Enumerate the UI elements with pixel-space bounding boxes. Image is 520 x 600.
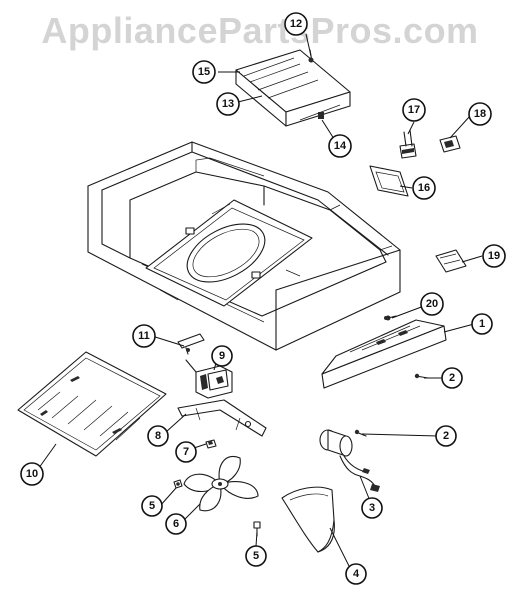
callout-label: 19: [488, 250, 500, 262]
screw-5-upper-drawing: [173, 479, 183, 489]
callout-label: 11: [138, 330, 150, 342]
callout-16: 16: [412, 176, 436, 200]
callout-label: 18: [474, 108, 486, 120]
callout-15: 15: [192, 60, 216, 84]
lamp-socket-drawing: [319, 429, 380, 492]
bracket-19-drawing: [435, 249, 467, 273]
callout-8: 8: [147, 425, 169, 447]
callout-11: 11: [132, 324, 156, 348]
motor-bracket-drawing: [177, 399, 267, 437]
light-lens-drawing: [369, 165, 409, 197]
duct-drawing: [281, 486, 335, 553]
range-hood-housing-drawing: [87, 141, 401, 351]
switch-18-drawing: [439, 135, 461, 153]
callout-5-lower: 5: [245, 545, 267, 567]
callout-label: 3: [369, 502, 375, 514]
callout-7: 7: [175, 441, 197, 463]
callout-label: 15: [198, 66, 210, 78]
callout-label: 14: [334, 140, 347, 152]
motor-drawing: [185, 359, 233, 399]
callout-label: 8: [155, 430, 161, 442]
callout-label: 10: [26, 468, 38, 480]
callout-14: 14: [328, 134, 352, 158]
front-panel-drawing: [321, 315, 447, 389]
switch-17-drawing: [399, 129, 417, 159]
callout-3: 3: [361, 497, 383, 519]
callout-label: 4: [353, 568, 360, 580]
leader-lines: [35, 33, 483, 573]
callout-label: 9: [219, 350, 225, 362]
callout-label: 6: [173, 518, 179, 530]
callout-label: 13: [222, 98, 234, 110]
callout-label: 5: [253, 550, 259, 562]
callout-2-upper: 2: [441, 367, 463, 389]
filter-clip-drawing: [177, 333, 205, 355]
nut-drawing: [205, 439, 217, 449]
callout-label: 12: [290, 18, 302, 30]
callout-4: 4: [345, 563, 367, 585]
callout-label: 2: [449, 372, 455, 384]
callout-label: 17: [408, 104, 420, 116]
grease-filter-drawing: [17, 351, 167, 457]
callout-label: 5: [149, 500, 155, 512]
callout-18: 18: [468, 102, 492, 126]
callout-6: 6: [165, 513, 187, 535]
callout-20: 20: [420, 292, 444, 316]
callout-label: 7: [183, 446, 189, 458]
fan-blade-drawing: [183, 456, 259, 512]
callout-17: 17: [402, 98, 426, 122]
callout-label: 16: [418, 182, 430, 194]
callout-19: 19: [482, 244, 506, 268]
callout-label: 20: [426, 298, 438, 310]
callout-label: 1: [479, 318, 485, 330]
callout-13: 13: [216, 92, 240, 116]
junction-box-drawing: [235, 49, 351, 127]
callout-2-lower: 2: [435, 425, 457, 447]
callout-9: 9: [211, 345, 233, 367]
screw-20-drawing: [384, 316, 388, 320]
callout-12: 12: [284, 12, 308, 36]
screw-lower-drawing: [354, 429, 367, 437]
callout-label: 2: [443, 430, 449, 442]
callout-5-upper: 5: [141, 495, 163, 517]
site-watermark: AppliancePartsPros.com: [41, 10, 479, 51]
callout-10: 10: [20, 462, 44, 486]
callout-1: 1: [471, 313, 493, 335]
